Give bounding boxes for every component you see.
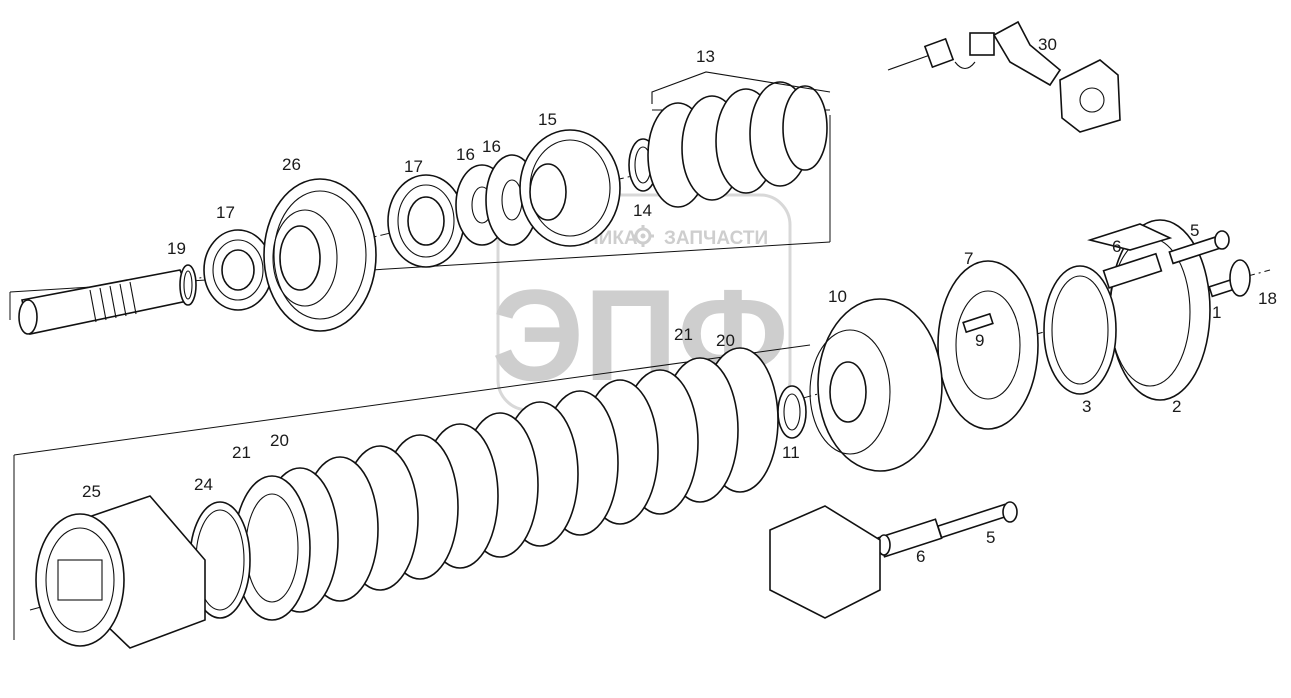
callout-18: 18 bbox=[1258, 289, 1277, 308]
callout-2: 2 bbox=[1172, 397, 1181, 416]
callout-15: 15 bbox=[538, 110, 557, 129]
clutch-disc-stack bbox=[233, 347, 779, 621]
callout-11: 11 bbox=[782, 443, 800, 462]
callout-6-bottom: 6 bbox=[916, 547, 925, 566]
piston-10 bbox=[809, 298, 943, 472]
callout-10: 10 bbox=[828, 287, 847, 306]
snap-ring-18 bbox=[1229, 259, 1251, 297]
bolt-5-top bbox=[1168, 230, 1230, 265]
callout-13: 13 bbox=[696, 47, 715, 66]
callout-17-right: 17 bbox=[404, 157, 423, 176]
callout-16-a: 16 bbox=[456, 145, 475, 164]
callout-3: 3 bbox=[1082, 397, 1091, 416]
callout-17-left: 17 bbox=[216, 203, 235, 222]
spring-pack-13 bbox=[647, 71, 831, 208]
bearing-17-right bbox=[387, 174, 465, 268]
callout-5-top: 5 bbox=[1190, 221, 1199, 240]
callout-9: 9 bbox=[975, 331, 984, 350]
callout-20-top: 20 bbox=[716, 331, 735, 350]
callout-5-bottom: 5 bbox=[986, 528, 995, 547]
gear-15 bbox=[519, 129, 621, 247]
callout-25: 25 bbox=[82, 482, 101, 501]
callout-19: 19 bbox=[167, 239, 186, 258]
bolt-5-bottom bbox=[936, 501, 1018, 539]
callout-7: 7 bbox=[964, 249, 973, 268]
callout-26: 26 bbox=[282, 155, 301, 174]
gear-26 bbox=[263, 178, 377, 332]
callout-14: 14 bbox=[633, 201, 652, 220]
callout-30: 30 bbox=[1038, 35, 1057, 54]
callout-1: 1 bbox=[1212, 303, 1221, 322]
sleeve-6-bottom bbox=[877, 518, 943, 558]
sleeve-6-top bbox=[1102, 252, 1163, 289]
callout-16-b: 16 bbox=[482, 137, 501, 156]
watermark-line-right: ЗАПЧАСТИ bbox=[664, 228, 768, 249]
clutch-hub-25 bbox=[35, 495, 206, 649]
speed-sensor-30 bbox=[887, 20, 1121, 133]
output-shaft bbox=[18, 269, 194, 335]
callout-24: 24 bbox=[194, 475, 213, 494]
seal-ring-3 bbox=[1043, 265, 1117, 395]
snap-ring-19 bbox=[179, 264, 197, 306]
callout-21-top: 21 bbox=[674, 325, 693, 344]
plate-7 bbox=[937, 260, 1039, 430]
lower-assembly-frame bbox=[13, 344, 811, 640]
callout-21-bottom: 21 bbox=[232, 443, 251, 462]
gear-icon bbox=[632, 225, 654, 247]
callout-6-top: 6 bbox=[1112, 237, 1121, 256]
snap-ring-11 bbox=[777, 385, 807, 439]
callout-labels: 1 2 3 5 5 6 6 7 9 10 11 13 14 15 16 16 1… bbox=[82, 35, 1277, 566]
bearing-17-left bbox=[203, 229, 273, 311]
bracket-block bbox=[769, 505, 881, 619]
callout-20-bottom: 20 bbox=[270, 431, 289, 450]
